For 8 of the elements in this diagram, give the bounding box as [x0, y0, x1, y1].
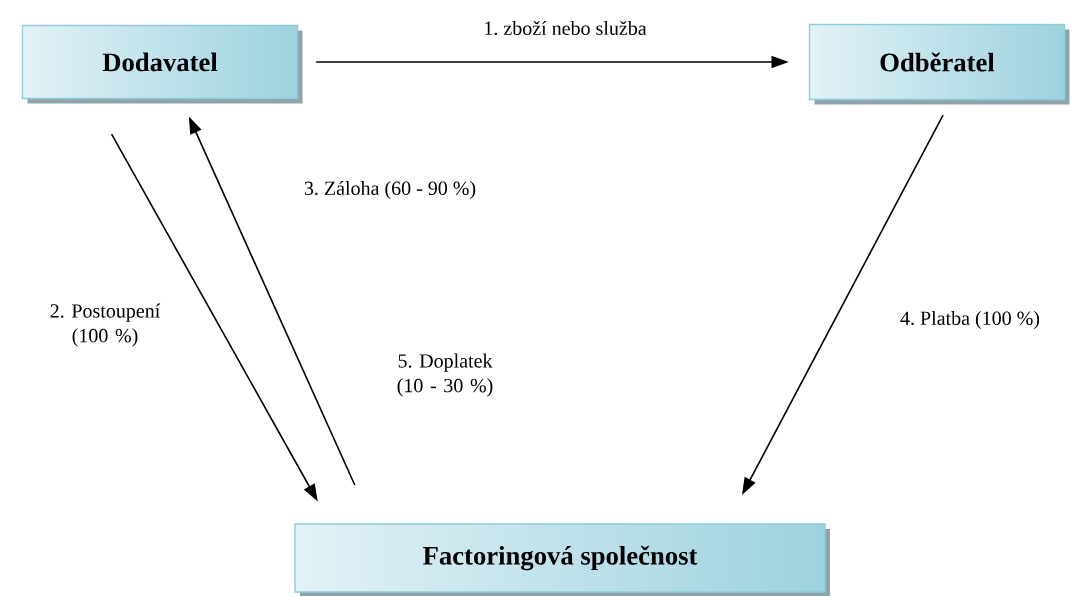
- entity-box: Factoringová společnost: [294, 523, 830, 596]
- edge-label: 1. zboží nebo služba: [485, 20, 647, 36]
- edge-label: 4. Platba (100 %): [900, 310, 1040, 330]
- edge-label: 2. Postoupení (100 %): [50, 303, 161, 347]
- edge-label: 3. Záloha (60 - 90 %): [304, 180, 476, 200]
- annotation-text: 5. Doplatek (10 - 30 %): [397, 353, 493, 397]
- entity-box: Dodavatel: [21, 24, 303, 104]
- entity-box: Odběratel: [808, 23, 1070, 105]
